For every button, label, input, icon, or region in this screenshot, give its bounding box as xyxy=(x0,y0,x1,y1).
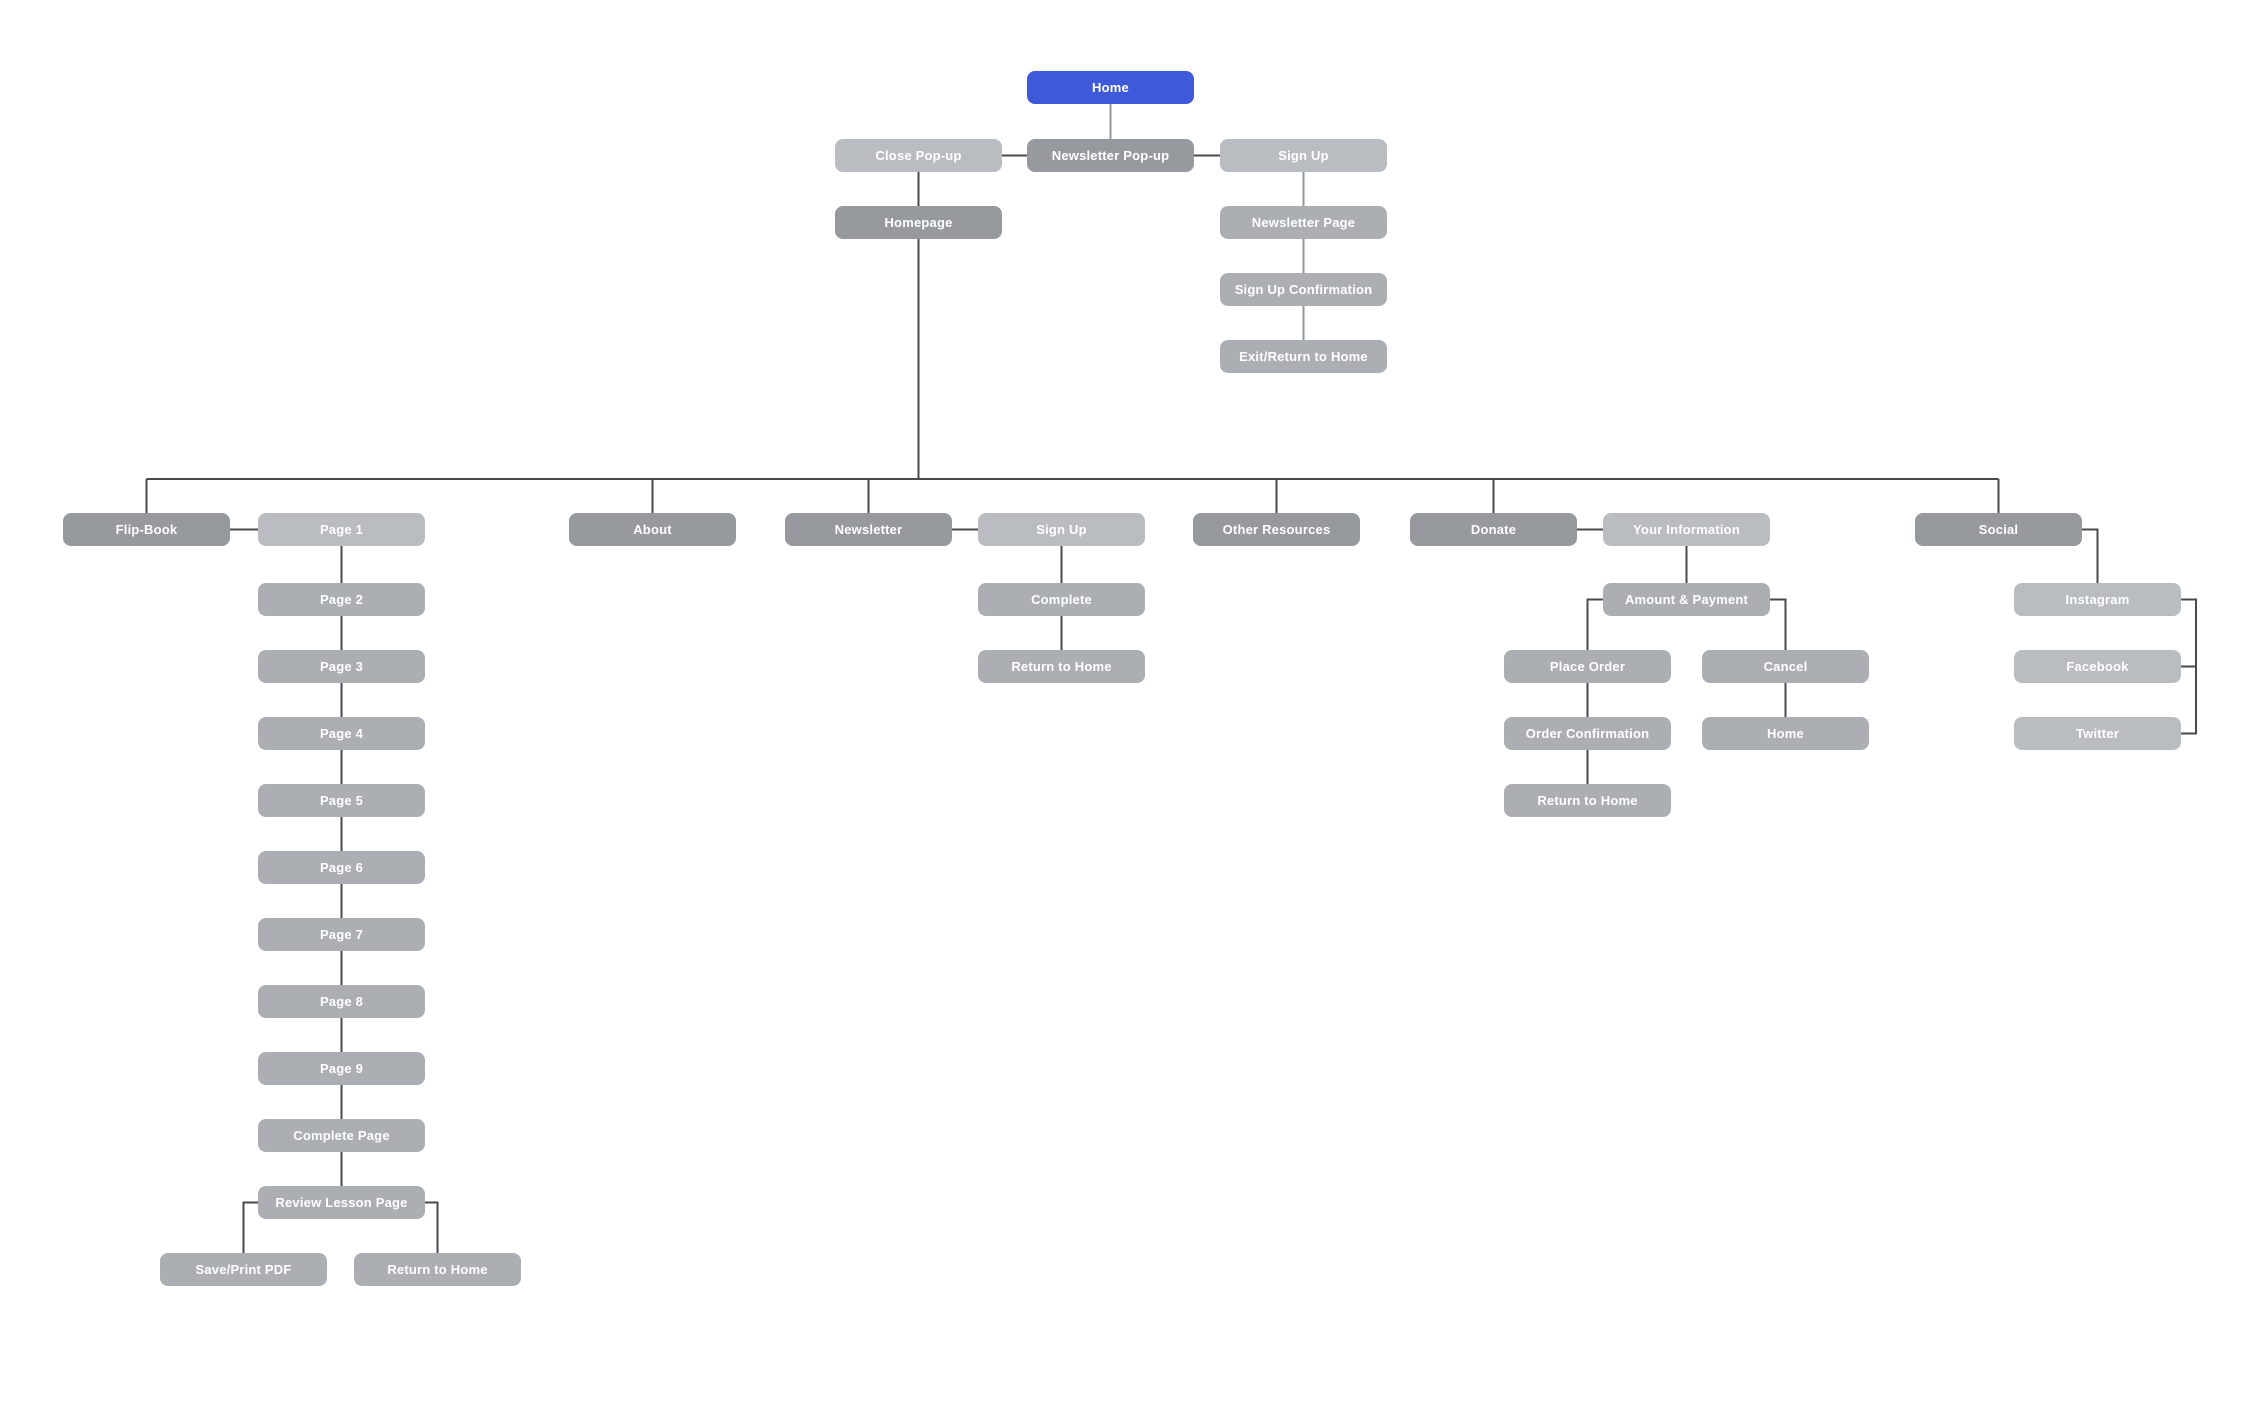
node-signup-newsletter[interactable]: Sign Up xyxy=(978,513,1145,546)
connector-social-chain xyxy=(2082,528,2197,735)
connector-flipbook-chain xyxy=(230,528,439,1253)
node-signup-top[interactable]: Sign Up xyxy=(1220,139,1387,172)
node-page-2[interactable]: Page 2 xyxy=(258,583,425,616)
node-exit-return-home[interactable]: Exit/Return to Home xyxy=(1220,340,1387,373)
node-newsletter-popup[interactable]: Newsletter Pop-up xyxy=(1027,139,1194,172)
node-page-8[interactable]: Page 8 xyxy=(258,985,425,1018)
node-page-3[interactable]: Page 3 xyxy=(258,650,425,683)
node-cancel[interactable]: Cancel xyxy=(1702,650,1869,683)
connector-popup-row xyxy=(917,154,1220,479)
node-other-resources[interactable]: Other Resources xyxy=(1193,513,1360,546)
node-newsletter-page[interactable]: Newsletter Page xyxy=(1220,206,1387,239)
node-flip-book[interactable]: Flip-Book xyxy=(63,513,230,546)
node-return-home-flipbook[interactable]: Return to Home xyxy=(354,1253,521,1286)
node-review-lesson-page[interactable]: Review Lesson Page xyxy=(258,1186,425,1219)
node-amount-payment[interactable]: Amount & Payment xyxy=(1603,583,1770,616)
node-page-4[interactable]: Page 4 xyxy=(258,717,425,750)
node-twitter[interactable]: Twitter xyxy=(2014,717,2181,750)
node-page-9[interactable]: Page 9 xyxy=(258,1052,425,1085)
node-close-popup[interactable]: Close Pop-up xyxy=(835,139,1002,172)
node-complete[interactable]: Complete xyxy=(978,583,1145,616)
node-signup-confirmation[interactable]: Sign Up Confirmation xyxy=(1220,273,1387,306)
connector-home-chain xyxy=(1109,104,1305,340)
node-save-print-pdf[interactable]: Save/Print PDF xyxy=(160,1253,327,1286)
node-complete-page[interactable]: Complete Page xyxy=(258,1119,425,1152)
node-homepage[interactable]: Homepage xyxy=(835,206,1002,239)
node-home-donate[interactable]: Home xyxy=(1702,717,1869,750)
node-about[interactable]: About xyxy=(569,513,736,546)
node-newsletter[interactable]: Newsletter xyxy=(785,513,952,546)
node-place-order[interactable]: Place Order xyxy=(1504,650,1671,683)
node-instagram[interactable]: Instagram xyxy=(2014,583,2181,616)
connector-trunk xyxy=(145,478,2000,513)
node-return-home-donate[interactable]: Return to Home xyxy=(1504,784,1671,817)
connector-newsletter-chain xyxy=(952,528,1063,650)
node-facebook[interactable]: Facebook xyxy=(2014,650,2181,683)
node-page-6[interactable]: Page 6 xyxy=(258,851,425,884)
node-page-1[interactable]: Page 1 xyxy=(258,513,425,546)
node-home[interactable]: Home xyxy=(1027,71,1194,104)
node-page-7[interactable]: Page 7 xyxy=(258,918,425,951)
node-donate[interactable]: Donate xyxy=(1410,513,1577,546)
node-your-information[interactable]: Your Information xyxy=(1603,513,1770,546)
node-return-home-newsletter[interactable]: Return to Home xyxy=(978,650,1145,683)
node-page-5[interactable]: Page 5 xyxy=(258,784,425,817)
node-social[interactable]: Social xyxy=(1915,513,2082,546)
node-order-confirmation[interactable]: Order Confirmation xyxy=(1504,717,1671,750)
connector-donate-chain xyxy=(1577,528,1787,784)
